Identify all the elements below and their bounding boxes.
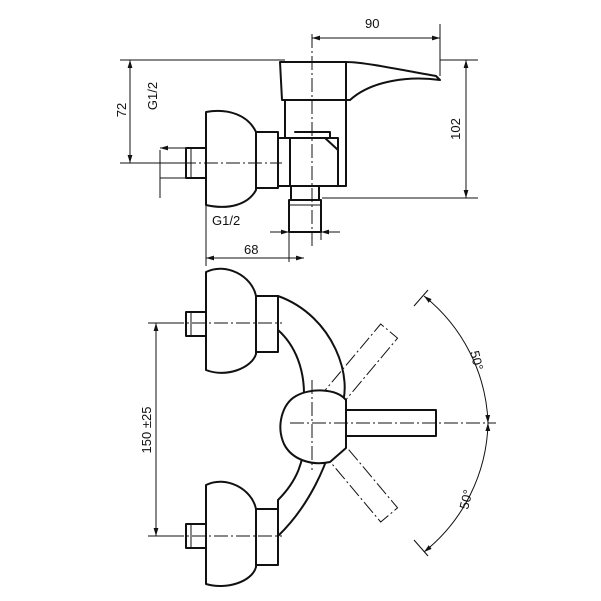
angle-lower-label: 50° bbox=[456, 488, 475, 511]
lever-handle-side bbox=[279, 61, 441, 101]
dimension-90: 90 bbox=[312, 16, 441, 76]
dimension-150: 150 ±25 bbox=[139, 322, 170, 537]
angle-upper-label: 50° bbox=[467, 349, 486, 372]
angle-dimensions: 50° 50° bbox=[413, 289, 491, 557]
dimension-68-label: 68 bbox=[244, 242, 258, 257]
shower-outlet-side bbox=[290, 185, 320, 201]
dimension-72: 72 bbox=[114, 59, 285, 164]
escutcheon-side bbox=[205, 110, 257, 208]
dimension-150-label: 150 ±25 bbox=[139, 407, 154, 454]
connector-upper bbox=[255, 295, 279, 353]
escutcheon-upper bbox=[205, 267, 257, 374]
thread-bottom-label: G1/2 bbox=[212, 213, 240, 228]
escutcheon-lower bbox=[205, 480, 257, 587]
thread-top-label: G1/2 bbox=[145, 82, 160, 110]
dimension-90-label: 90 bbox=[365, 16, 379, 31]
side-view bbox=[160, 34, 441, 246]
mixer-body-side bbox=[277, 137, 339, 187]
dimension-72-label: 72 bbox=[114, 103, 129, 117]
thread-callout-bottom: G1/2 bbox=[212, 213, 340, 262]
inlet-upper bbox=[185, 311, 207, 337]
dimension-102-label: 102 bbox=[448, 118, 463, 140]
center-body-top bbox=[279, 389, 347, 465]
dimension-102: 102 bbox=[322, 59, 478, 199]
top-view bbox=[170, 267, 496, 587]
connector-side bbox=[255, 131, 279, 189]
dimension-68: 68 bbox=[205, 205, 304, 266]
connector-lower bbox=[255, 508, 279, 566]
thread-callout-top: G1/2 bbox=[145, 82, 186, 198]
